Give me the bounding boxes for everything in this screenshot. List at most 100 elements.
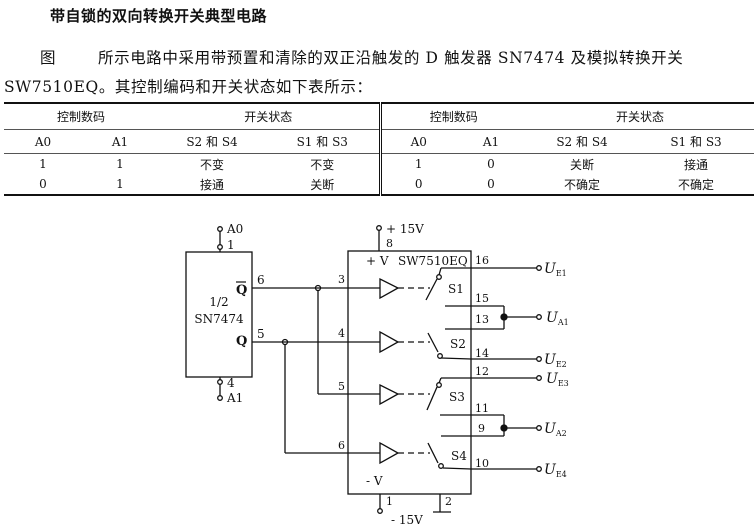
flipflop-label-2: SN7474 <box>194 312 244 326</box>
group-header: 控制数码 <box>4 102 158 130</box>
svg-text:UE2: UE2 <box>544 352 567 369</box>
table-cell: 1 <box>116 157 124 171</box>
output-terminals: UE1 UA1 UE2 UE3 UA2 UE4 <box>536 261 569 479</box>
column-header: A1 <box>456 129 526 154</box>
table-cell: 不确定 <box>638 174 754 196</box>
pin-1-label: 1 <box>227 238 235 252</box>
terminal-a1 <box>217 395 223 401</box>
column-header: A0 <box>4 129 82 154</box>
flipflop-label-1: 1/2 <box>209 295 228 309</box>
preset-bubble <box>217 244 223 250</box>
terminal-a0 <box>217 226 223 232</box>
column-header: S1 和 S3 <box>638 129 754 154</box>
clear-bubble <box>217 379 223 385</box>
column-header: A0 <box>380 129 456 154</box>
flipflop-body <box>185 251 253 378</box>
table-cell: 不确定 <box>526 174 638 196</box>
switch-s2: S2 <box>427 328 472 360</box>
buffer-2 <box>348 330 430 354</box>
output-wires <box>471 267 537 470</box>
pin-13-label: 13 <box>475 313 489 326</box>
plus15v-label: + 15V <box>386 222 424 236</box>
intro-paragraph: 图所示电路中采用带预置和清除的双正沿触发的 D 触发器 SN7474 及模拟转换… <box>4 44 754 102</box>
table-cell: 不变 <box>266 153 382 174</box>
svg-text:UA2: UA2 <box>544 421 567 438</box>
vminus-label: - V <box>366 474 383 488</box>
group-header: 控制数码 <box>380 102 526 130</box>
table-cell: 关断 <box>266 174 382 196</box>
column-header: S1 和 S3 <box>266 129 382 154</box>
flipflop-sn7474: 1/2 SN7474 A0 1 4 A1 Q Q 6 5 <box>185 222 265 405</box>
table-cell: 0 <box>456 174 526 196</box>
s2-label: S2 <box>450 337 466 351</box>
table-row: 0 1 接通 关断 0 0 不确定 不确定 <box>4 174 754 196</box>
pin-8-label: 8 <box>386 237 393 250</box>
table-cell: 关断 <box>569 157 594 172</box>
buffer-1 <box>348 277 430 300</box>
pin-6-in-label: 6 <box>338 439 345 452</box>
paragraph-text: 所示电路中采用带预置和清除的双正沿触发的 D 触发器 SN7474 及模拟转换开… <box>4 49 684 96</box>
ic-name-label: SW7510EQ <box>398 254 468 268</box>
qbar-label: Q <box>236 283 247 298</box>
pin-14-label: 14 <box>475 347 489 360</box>
table-cell: 1 <box>82 174 158 196</box>
page-title: 带自锁的双向转换开关典型电路 <box>50 7 268 25</box>
pin-12-label: 12 <box>475 365 489 378</box>
a0-label: A0 <box>226 222 243 236</box>
pin-15-label: 15 <box>475 292 489 305</box>
pin-16-label: 16 <box>475 254 489 267</box>
pin-1-ic-label: 1 <box>386 495 393 508</box>
s4-label: S4 <box>451 449 467 463</box>
table-row: 1 1 不变 不变 1 0 关断 接通 <box>4 153 754 174</box>
terminal-ue4: UE4 <box>536 462 567 479</box>
table-cell: 接通 <box>683 157 708 172</box>
terminal-ua1: UA1 <box>536 310 569 327</box>
svg-text:UA1: UA1 <box>546 310 569 327</box>
table-cell: 1 <box>39 157 47 171</box>
table-group-header-row: 控制数码 开关状态 控制数码 开关状态 <box>4 102 754 130</box>
group-header: 开关状态 <box>158 102 382 130</box>
table-column-header-row: A0 A1 S2 和 S4 S1 和 S3 A0 A1 S2 和 S4 S1 和… <box>4 129 754 154</box>
terminal-ua2: UA2 <box>536 421 567 438</box>
vplus-label: + V <box>366 254 389 268</box>
group-header: 开关状态 <box>526 102 754 130</box>
pin-5-in-label: 5 <box>338 380 345 393</box>
svg-text:UE3: UE3 <box>546 371 569 388</box>
table-cell: 不变 <box>199 157 224 172</box>
control-wires: 3 4 5 6 <box>252 273 348 454</box>
switch-ic-sw7510eq: + 15V 8 + V SW7510EQ - V 1 - 15V 2 <box>347 222 489 527</box>
q-label: Q <box>236 334 247 349</box>
terminal-ue1: UE1 <box>536 261 567 278</box>
column-header: S2 和 S4 <box>158 129 266 154</box>
s1-label: S1 <box>448 282 464 296</box>
column-header: S2 和 S4 <box>526 129 638 154</box>
table-cell: 0 <box>487 157 495 171</box>
terminal-minus15v <box>377 508 383 514</box>
figure-reference: 图 <box>40 49 57 67</box>
pin-5-label: 5 <box>257 327 265 341</box>
pin-3-label: 3 <box>338 273 345 286</box>
pin-10-label: 10 <box>475 457 489 470</box>
pin-11-label: 11 <box>475 402 489 415</box>
column-header: A1 <box>82 129 158 154</box>
table-cell: 0 <box>380 174 456 196</box>
pin-4-label: 4 <box>227 376 235 390</box>
terminal-ue2: UE2 <box>536 352 567 369</box>
switch-s3: S3 <box>426 377 471 416</box>
switch-s1: S1 <box>425 267 471 307</box>
switch-s4: S4 <box>427 435 472 470</box>
minus15v-label: - 15V <box>391 513 423 527</box>
svg-text:UE4: UE4 <box>544 462 567 479</box>
pin-4-in-label: 4 <box>338 327 345 340</box>
control-code-table: 控制数码 开关状态 控制数码 开关状态 A0 A1 S2 和 S4 S1 和 S… <box>4 102 754 196</box>
buffer-4 <box>348 441 430 465</box>
table-cell: 0 <box>4 174 82 196</box>
buffer-3 <box>348 383 430 406</box>
pin-6-label: 6 <box>257 273 265 287</box>
table-cell: 1 <box>414 157 423 171</box>
s3-label: S3 <box>449 390 465 404</box>
terminal-ue3: UE3 <box>536 371 569 388</box>
svg-text:UE1: UE1 <box>544 261 567 278</box>
a1-label: A1 <box>226 391 243 405</box>
